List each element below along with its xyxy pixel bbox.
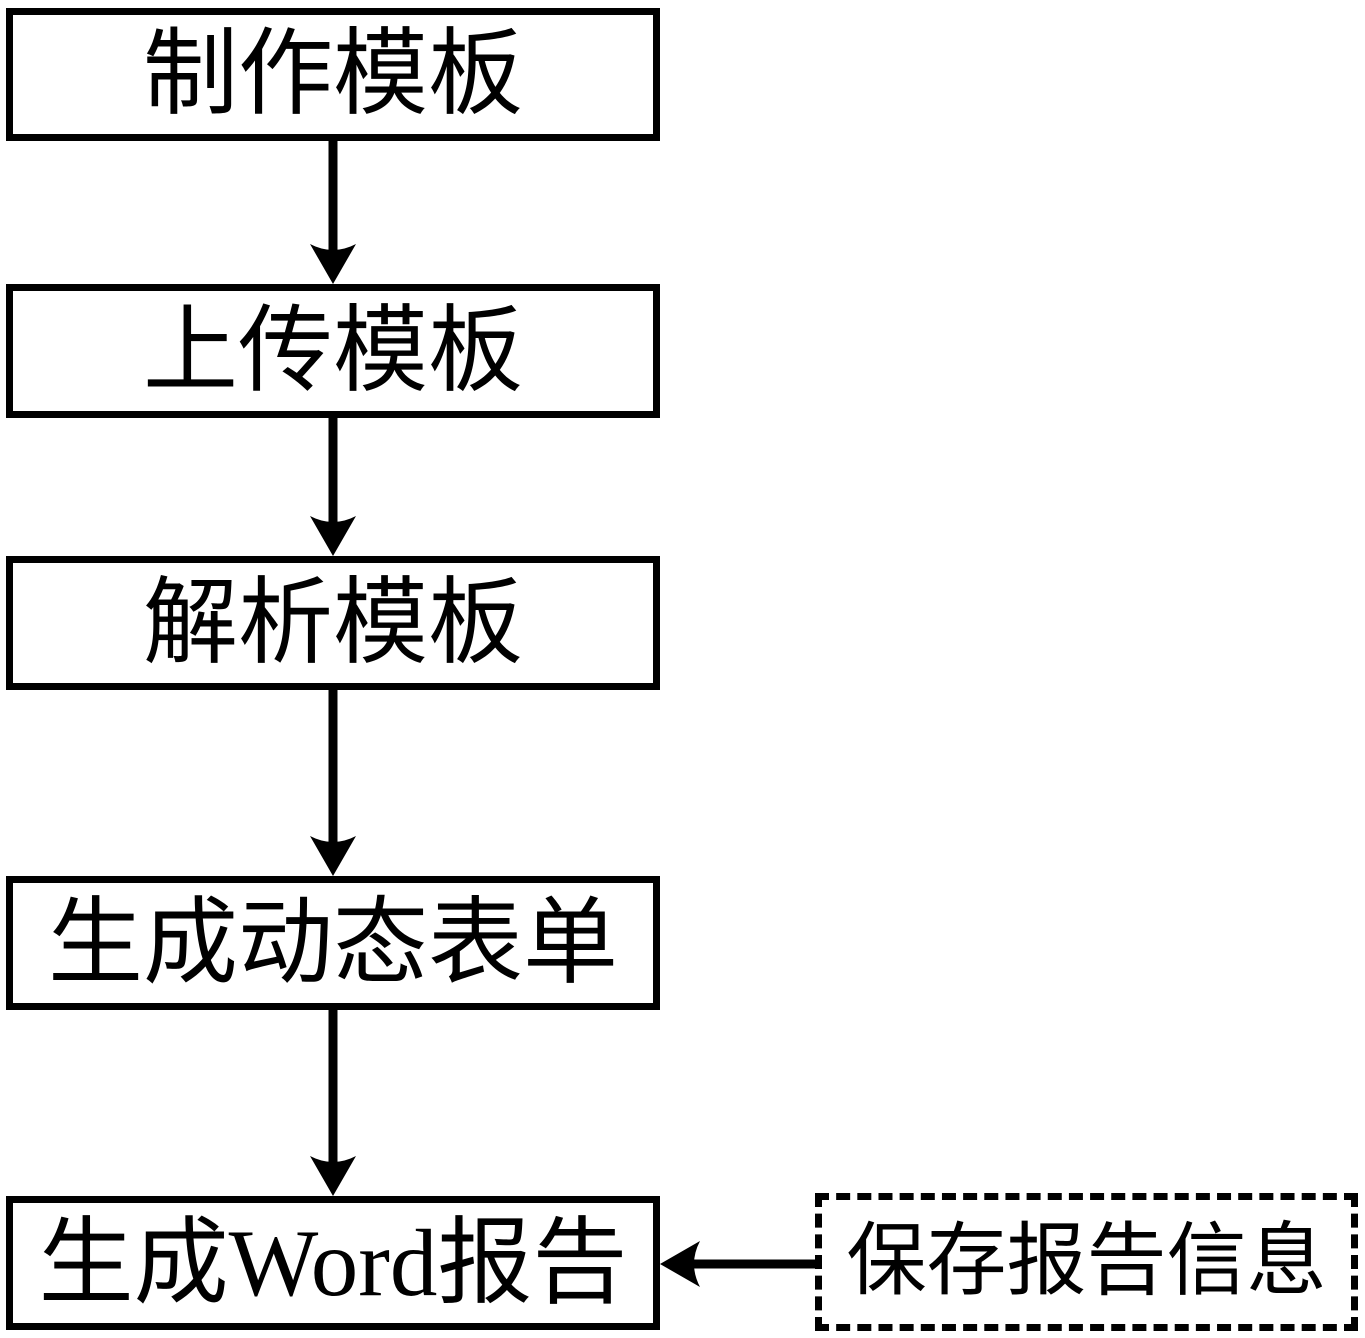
arrow-upload-template-to-parse-template bbox=[310, 418, 356, 556]
node-parse-template-label: 解析模板 bbox=[142, 569, 523, 676]
arrow-generate-dynamic-form-to-generate-word-report bbox=[310, 1010, 356, 1196]
node-upload-template-label: 上传模板 bbox=[142, 297, 523, 404]
node-upload-template[interactable]: 上传模板 bbox=[6, 284, 660, 418]
arrow-make-template-to-upload-template bbox=[310, 141, 356, 284]
node-make-template-label: 制作模板 bbox=[142, 21, 523, 127]
node-save-report-info-label: 保存报告信息 bbox=[846, 1218, 1327, 1306]
node-parse-template[interactable]: 解析模板 bbox=[6, 556, 660, 690]
arrow-save-report-info-to-generate-word-report bbox=[660, 1241, 815, 1287]
node-save-report-info[interactable]: 保存报告信息 bbox=[815, 1193, 1358, 1331]
node-generate-dynamic-form-label: 生成动态表单 bbox=[47, 889, 618, 996]
arrow-parse-template-to-generate-dynamic-form bbox=[310, 690, 356, 876]
node-make-template[interactable]: 制作模板 bbox=[6, 8, 660, 141]
node-generate-word-report-label: 生成Word报告 bbox=[38, 1209, 628, 1316]
node-generate-word-report[interactable]: 生成Word报告 bbox=[6, 1196, 660, 1330]
node-generate-dynamic-form[interactable]: 生成动态表单 bbox=[6, 876, 660, 1010]
